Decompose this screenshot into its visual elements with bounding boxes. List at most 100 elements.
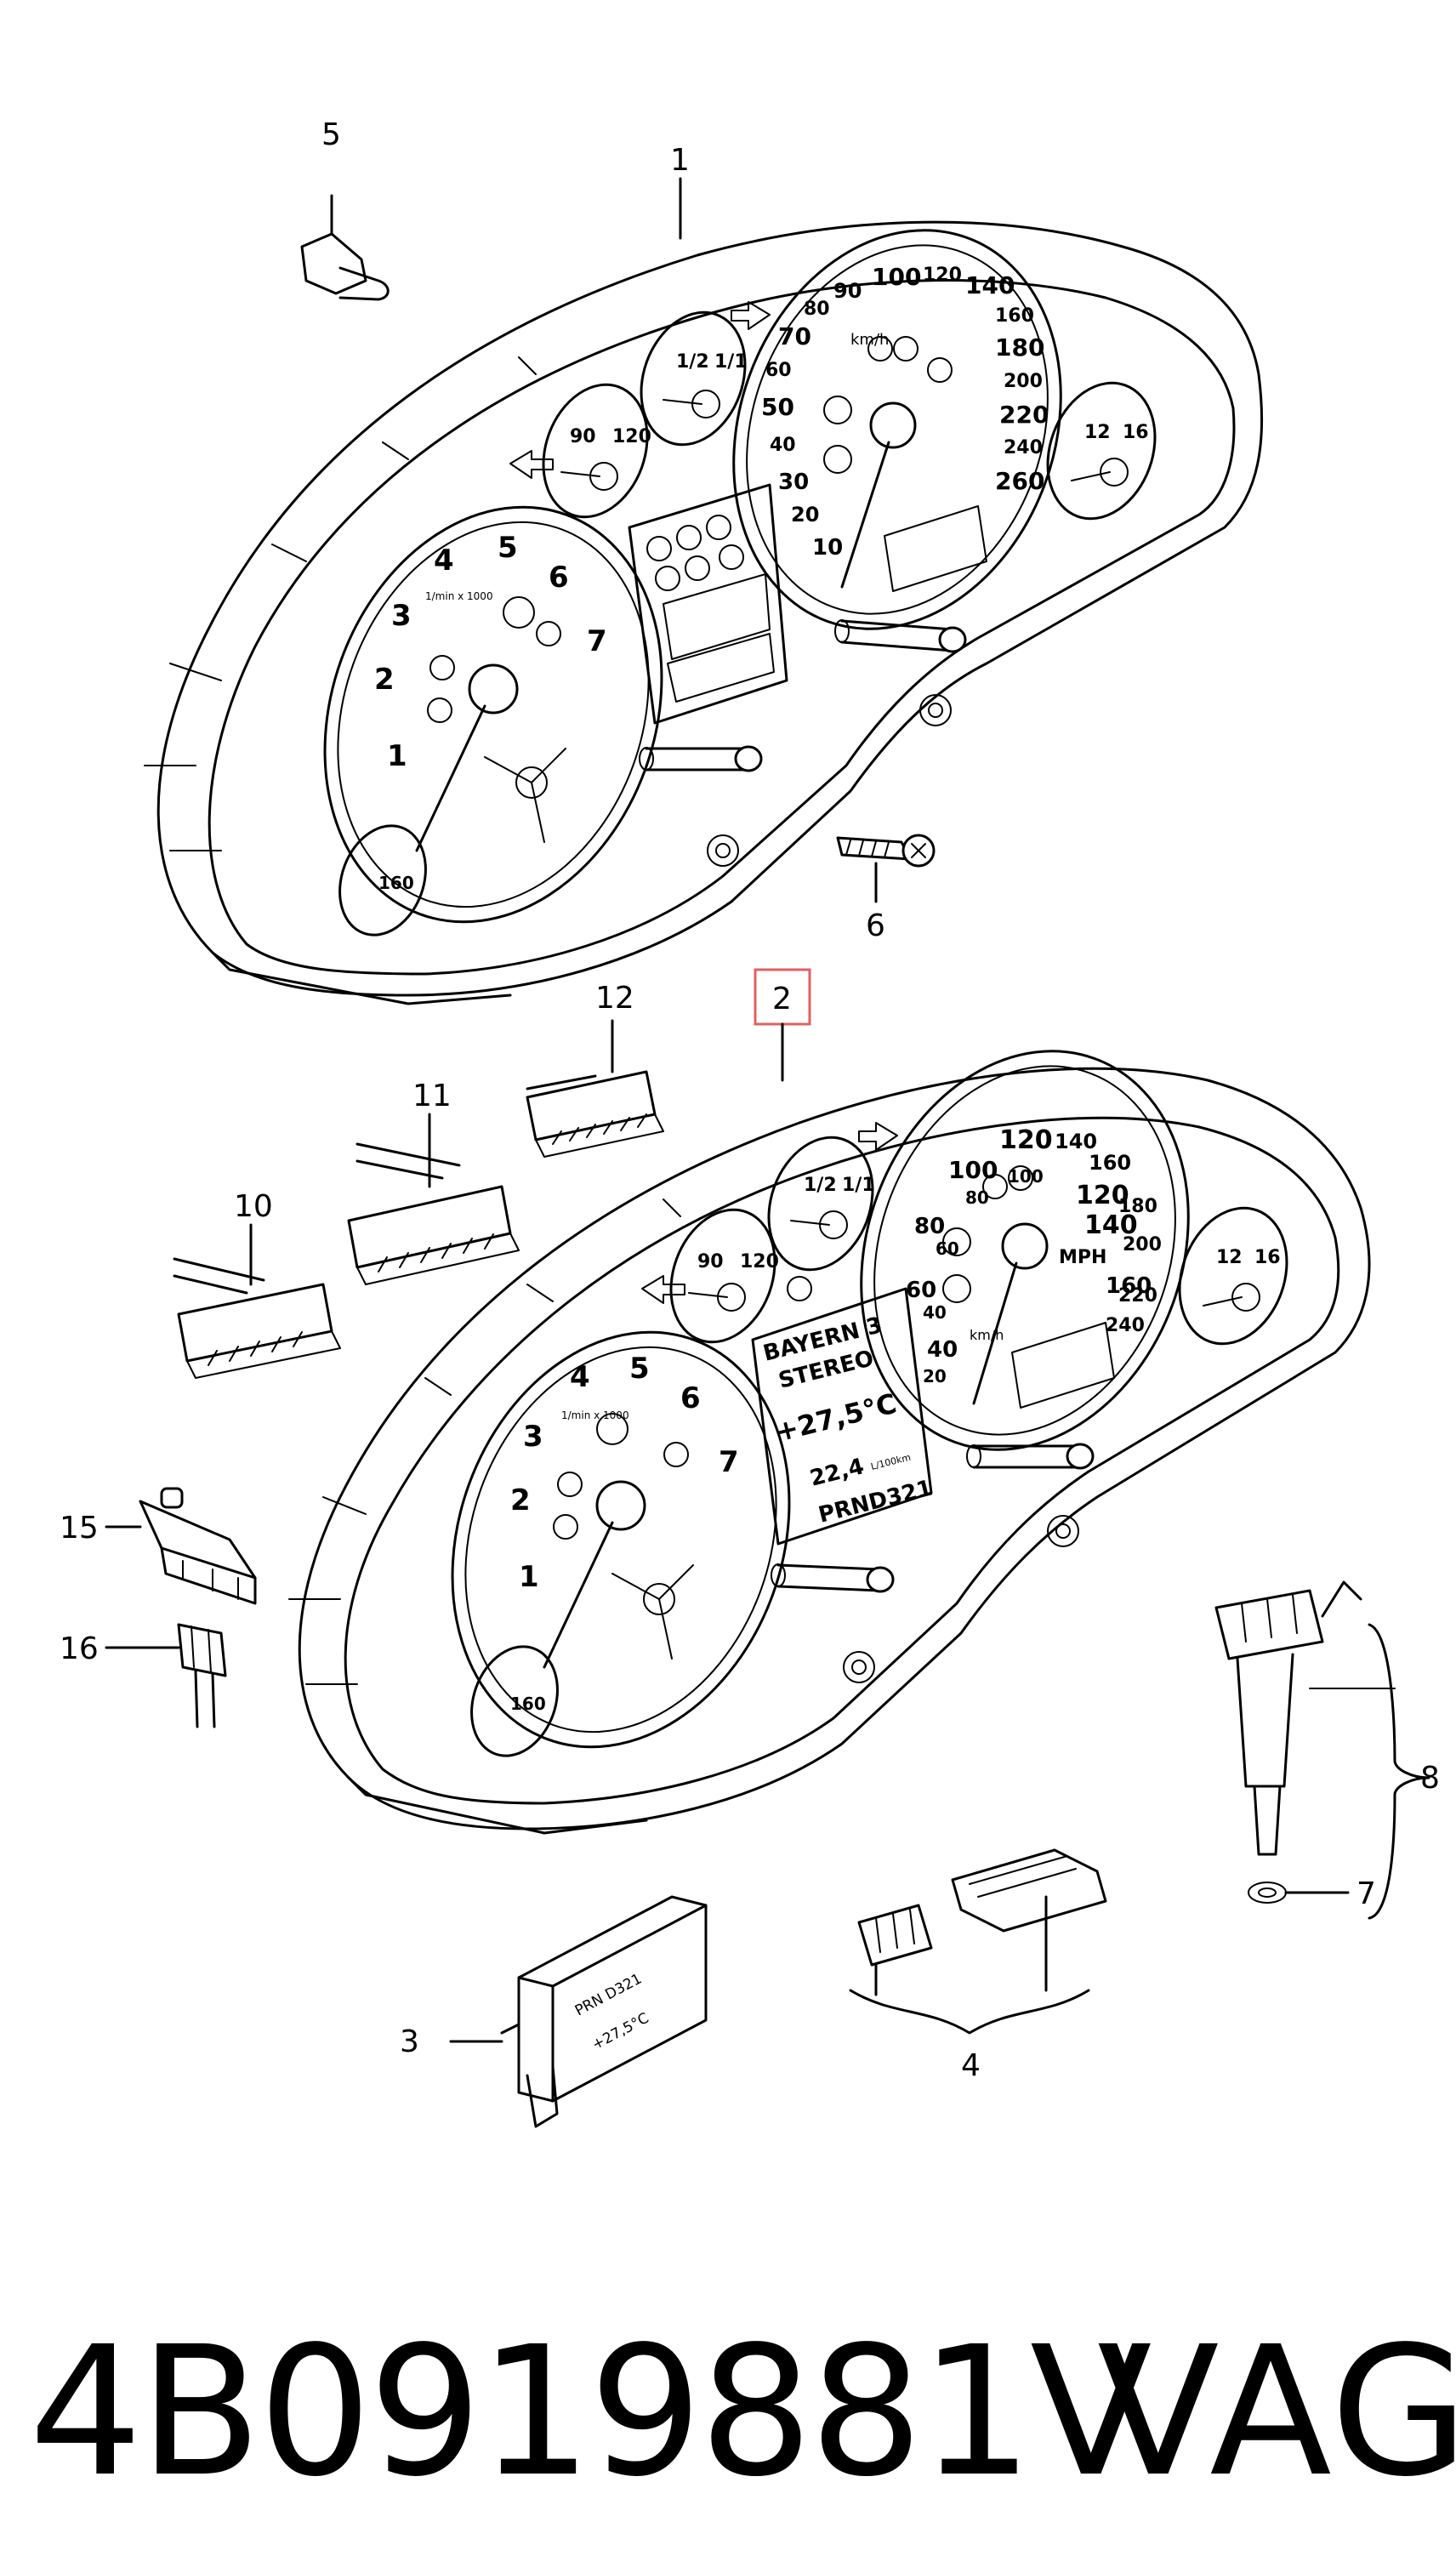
svg-text:1/min x 1000: 1/min x 1000 <box>561 1409 629 1421</box>
svg-text:90: 90 <box>697 1251 724 1272</box>
svg-text:260: 260 <box>995 467 1044 495</box>
svg-text:5: 5 <box>498 531 518 565</box>
multifunction-display: BAYERN 3 STEREO +27,5°C 22,4 L/100km PRN… <box>751 1287 935 1546</box>
svg-text:120: 120 <box>612 426 651 447</box>
svg-text:100: 100 <box>872 263 921 291</box>
svg-text:22,4: 22,4 <box>807 1454 867 1492</box>
connector-set-4: 4 <box>849 1848 1107 2083</box>
svg-text:140: 140 <box>965 271 1015 299</box>
callout-2-highlight: 2 <box>754 968 811 1082</box>
callout-11: 11 <box>412 1079 452 1113</box>
callout-5: 5 <box>321 117 341 152</box>
callout-3: 3 <box>400 2024 419 2059</box>
svg-text:140: 140 <box>1055 1130 1097 1153</box>
callout-1: 1 <box>670 143 690 178</box>
svg-text:50: 50 <box>761 393 794 421</box>
svg-text:1: 1 <box>519 1560 539 1594</box>
svg-text:30: 30 <box>778 470 809 495</box>
svg-text:60: 60 <box>906 1278 936 1303</box>
svg-text:1/2: 1/2 <box>804 1175 837 1196</box>
svg-text:120: 120 <box>999 1125 1053 1155</box>
callout-2: 2 <box>772 982 792 1016</box>
screw: 6 <box>836 834 936 943</box>
svg-text:km/h: km/h <box>850 331 889 349</box>
svg-text:200: 200 <box>1123 1234 1162 1255</box>
callout-10: 10 <box>234 1189 273 1224</box>
rpm-labels: 1 2 3 4 5 6 7 1/min x 1000 <box>374 531 607 773</box>
kmh-labels: 10 20 30 40 50 60 70 80 90 100 120 140 1… <box>761 263 1049 561</box>
connector-11: 11 <box>347 1079 520 1285</box>
svg-text:1/2: 1/2 <box>676 351 709 373</box>
svg-text:180: 180 <box>995 333 1044 362</box>
svg-text:MPH: MPH <box>1059 1247 1106 1268</box>
svg-text:100: 100 <box>1008 1166 1044 1187</box>
svg-text:4: 4 <box>570 1360 590 1394</box>
svg-text:160: 160 <box>378 873 414 893</box>
callout-16: 16 <box>60 1631 99 1666</box>
svg-text:4: 4 <box>434 544 454 578</box>
svg-text:40: 40 <box>927 1337 958 1363</box>
svg-text:200: 200 <box>1004 371 1043 392</box>
svg-text:PRN D321: PRN D321 <box>572 1971 645 2020</box>
instrument-cluster-lower: 1 2 3 4 5 6 7 1/min x 1000 90 120 1/2 1/… <box>288 1050 1371 1835</box>
part-number: 4B0919881V <box>29 2308 1152 2516</box>
svg-text:+27,5°C: +27,5°C <box>589 2010 651 2054</box>
callout-15: 15 <box>60 1511 99 1546</box>
svg-text:220: 220 <box>999 401 1049 429</box>
svg-text:+27,5°C: +27,5°C <box>772 1387 900 1449</box>
bulb-holder: 5 <box>300 117 390 301</box>
svg-text:2: 2 <box>510 1483 531 1517</box>
switch-15: 15 <box>60 1487 257 1605</box>
svg-text:7: 7 <box>587 624 607 658</box>
svg-text:80: 80 <box>804 299 830 320</box>
plug-16: 16 <box>60 1623 227 1728</box>
svg-text:160: 160 <box>1089 1151 1131 1175</box>
svg-text:90: 90 <box>833 279 862 303</box>
parts-diagram: 1 2 3 4 5 6 7 1/min x 1000 90 120 1/2 1/… <box>60 117 1440 2128</box>
svg-text:20: 20 <box>923 1366 947 1386</box>
svg-text:10: 10 <box>812 535 843 561</box>
svg-text:100: 100 <box>948 1156 998 1184</box>
svg-text:3: 3 <box>523 1420 543 1454</box>
svg-text:140: 140 <box>1084 1210 1138 1240</box>
svg-text:12: 12 <box>1216 1247 1243 1268</box>
control-module-3: PRN D321 +27,5°C 3 <box>400 1895 708 2128</box>
callout-6: 6 <box>866 908 885 943</box>
svg-text:240: 240 <box>1106 1315 1145 1336</box>
svg-text:1/1: 1/1 <box>714 351 748 373</box>
svg-text:1/1: 1/1 <box>842 1175 875 1196</box>
svg-text:90: 90 <box>570 426 596 447</box>
rpm2-labels: 1 2 3 4 5 6 7 1/min x 1000 <box>510 1352 739 1594</box>
svg-text:1: 1 <box>387 739 407 773</box>
svg-text:16: 16 <box>1123 422 1149 443</box>
svg-text:6: 6 <box>549 561 569 595</box>
svg-text:2: 2 <box>374 663 395 697</box>
svg-text:1/min x 1000: 1/min x 1000 <box>425 590 493 602</box>
svg-text:240: 240 <box>1004 437 1043 458</box>
svg-text:40: 40 <box>770 435 796 456</box>
svg-text:12: 12 <box>1084 422 1111 443</box>
svg-text:80: 80 <box>965 1187 989 1208</box>
svg-text:60: 60 <box>765 360 792 381</box>
svg-text:7: 7 <box>719 1445 739 1479</box>
svg-text:km/h: km/h <box>970 1327 1004 1343</box>
svg-text:220: 220 <box>1118 1285 1157 1307</box>
connector-10: 10 <box>173 1189 341 1379</box>
callout-4: 4 <box>961 2048 981 2083</box>
svg-text:3: 3 <box>391 599 412 633</box>
svg-text:20: 20 <box>791 503 819 527</box>
svg-text:120: 120 <box>1076 1181 1129 1210</box>
svg-text:160: 160 <box>995 305 1034 327</box>
svg-text:5: 5 <box>629 1352 650 1386</box>
mph-labels: 40 60 80 100 120 140 160 180 200 220 240… <box>906 1125 1162 1386</box>
svg-text:70: 70 <box>778 322 811 350</box>
svg-text:180: 180 <box>1118 1196 1157 1217</box>
sensor-8: 7 8 <box>1214 1580 1440 1920</box>
callout-8: 8 <box>1420 1761 1440 1796</box>
connector-12: 12 <box>526 981 664 1158</box>
callout-12: 12 <box>595 981 634 1016</box>
brand-label: VAG <box>1097 2308 1456 2516</box>
svg-text:160: 160 <box>510 1694 546 1714</box>
svg-text:16: 16 <box>1254 1247 1281 1268</box>
svg-text:120: 120 <box>923 265 962 286</box>
